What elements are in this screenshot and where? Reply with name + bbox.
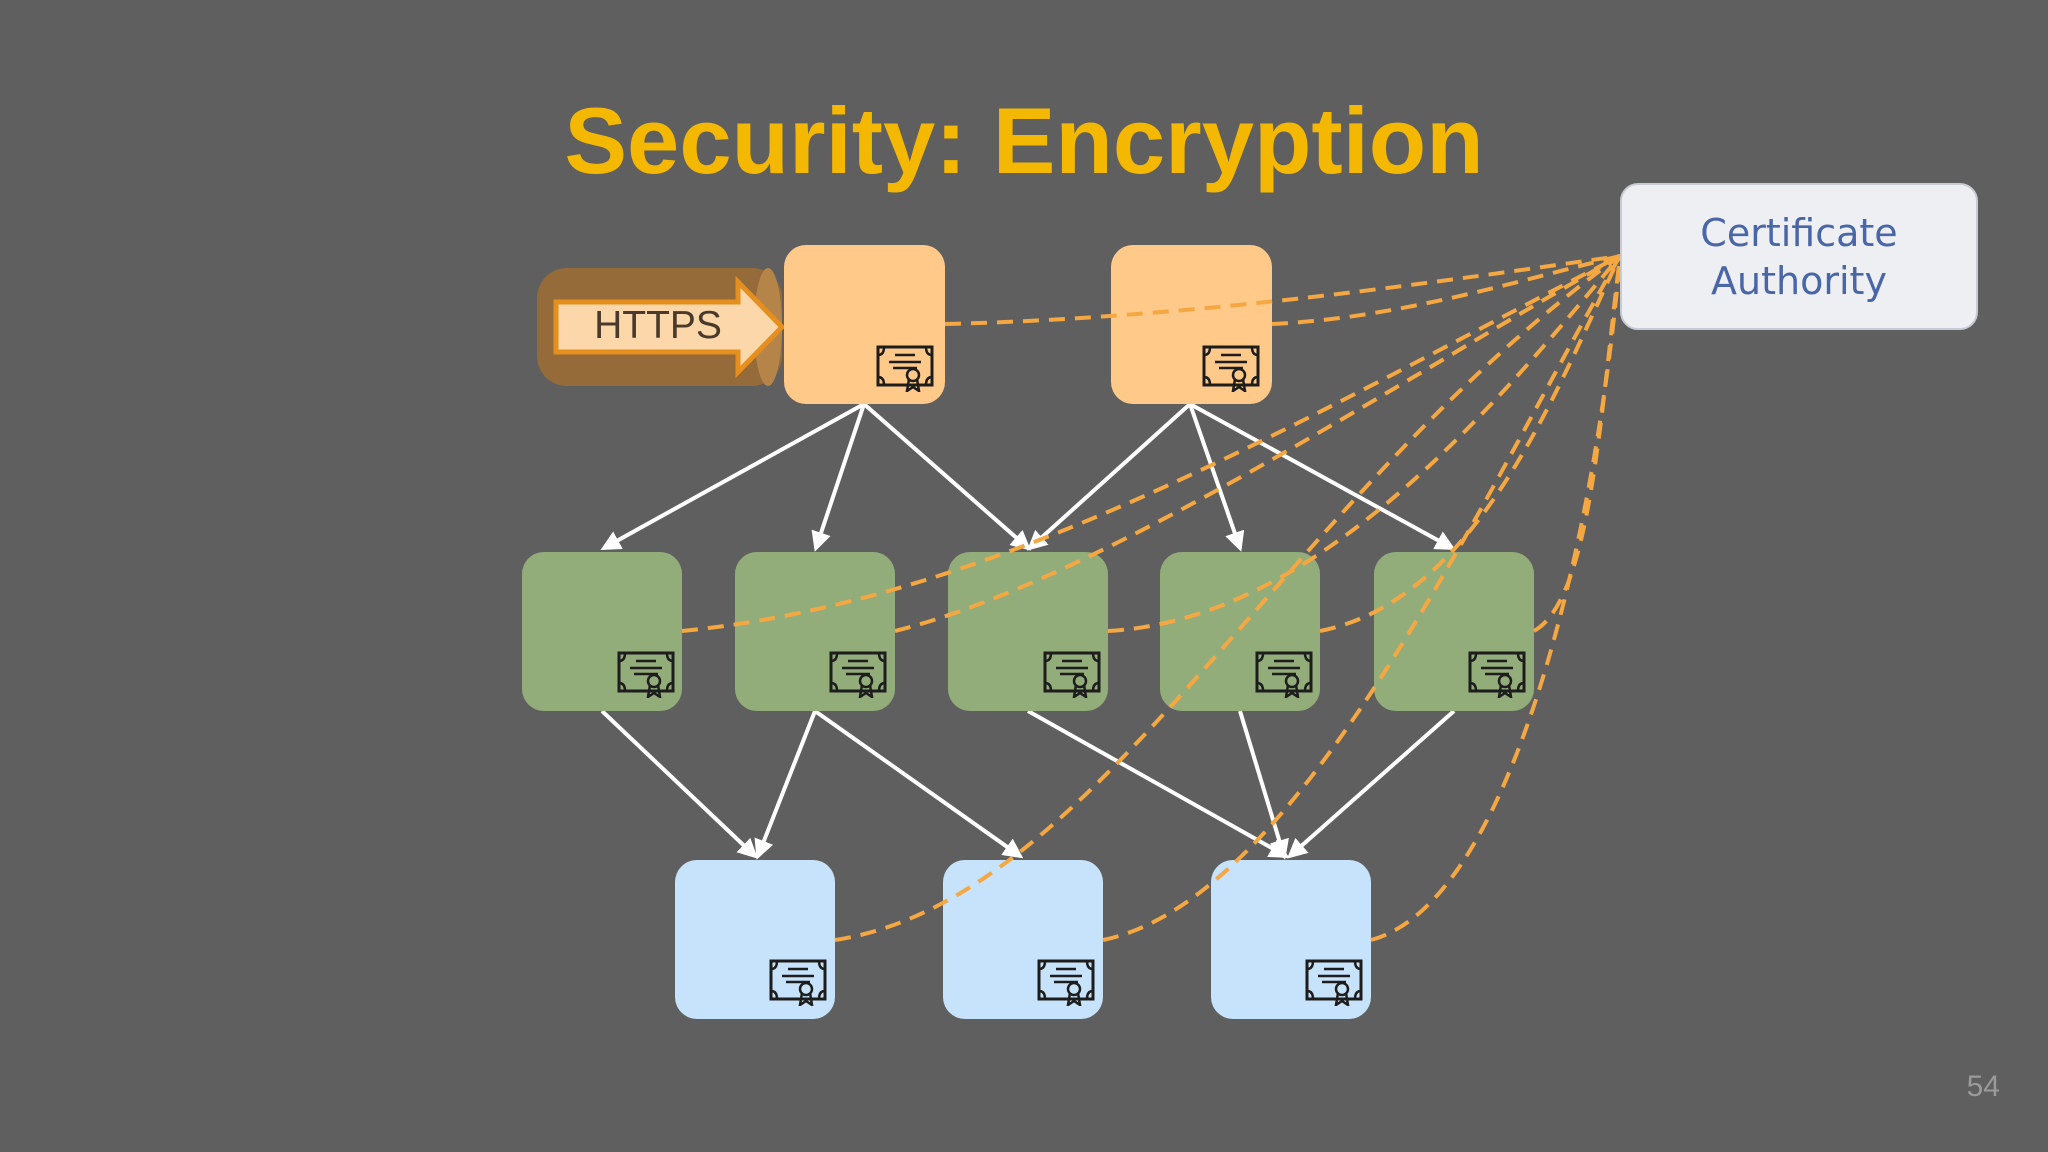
certificate-link [1102,255,1622,942]
middle-node[interactable] [1374,552,1534,711]
certificate-authority-box[interactable]: Certificate Authority [1620,183,1978,330]
certificate-link [1271,254,1621,326]
slide-title: Security: Encryption [564,88,1484,193]
certificate-link [1319,255,1622,633]
middle-node[interactable] [948,552,1108,711]
dependency-arrow [1027,709,1290,858]
dependency-arrow [600,402,865,550]
dependency-arrows [600,402,1456,860]
dependency-arrow [1287,709,1456,859]
certificate-link [1107,254,1622,633]
certificate-link [681,254,1621,633]
certificate-link [834,254,1622,942]
dependency-arrow [600,709,758,859]
middle-node[interactable] [522,552,682,711]
dependency-arrow [1188,403,1245,552]
https-label: HTTPS [594,304,722,347]
certificate-link [894,254,1621,633]
certificate-link [1370,255,1622,942]
middle-node[interactable] [1160,552,1320,711]
https-arrow-icon [537,268,786,386]
bottom-tier [675,860,1371,1019]
dependency-arrow [1238,710,1289,860]
page-number: 54 [1966,1070,2000,1103]
dependency-arrow [813,709,1024,859]
top-tier [784,245,1272,404]
dependency-arrow [754,710,817,860]
bottom-node[interactable] [675,860,835,1019]
top-node[interactable] [784,245,945,404]
dependency-arrow [862,402,1032,551]
bottom-node[interactable] [943,860,1103,1019]
dependency-arrow [1189,402,1456,550]
middle-node[interactable] [735,552,895,711]
dependency-arrow [1027,402,1192,551]
middle-tier [522,552,1534,711]
certificate-link [944,254,1621,326]
top-node[interactable] [1111,245,1272,404]
bottom-node[interactable] [1211,860,1371,1019]
dependency-arrow [811,403,866,552]
certificate-links [681,254,1622,942]
